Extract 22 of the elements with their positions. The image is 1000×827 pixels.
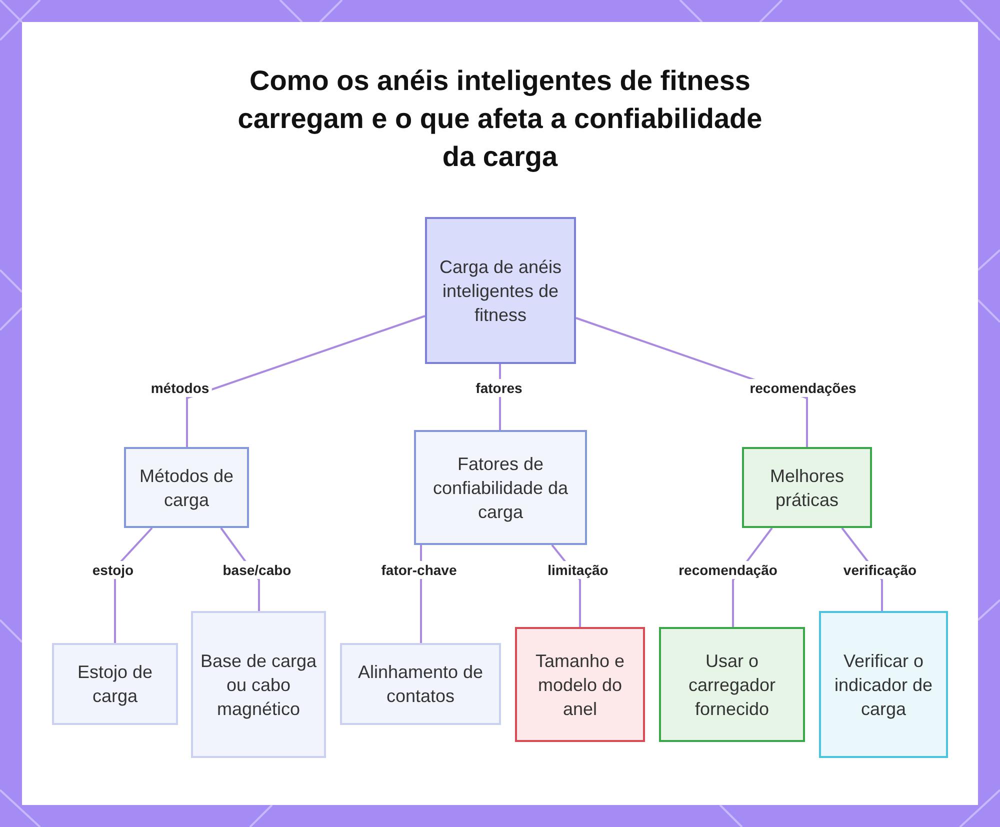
topic-box xyxy=(340,643,501,725)
topic-box xyxy=(515,627,645,742)
node-text: Estojo de carga xyxy=(76,661,154,708)
topic-box xyxy=(124,447,249,528)
node-text: Carga de anéis inteligentes de fitness xyxy=(438,256,563,326)
node-text: Base de carga ou cabo magnético xyxy=(199,650,318,720)
node-text: Tamanho e modelo do anel xyxy=(534,650,626,720)
node-text: Verificar o indicador de carga xyxy=(833,650,934,720)
topic-box xyxy=(425,217,576,364)
topic-box xyxy=(819,611,948,758)
node-text: Métodos de carga xyxy=(138,464,235,512)
topic-box xyxy=(742,447,872,528)
connector-line xyxy=(186,315,426,447)
node-text: Alinhamento de contatos xyxy=(356,661,484,708)
node-text: Fatores de confiabilidade da carga xyxy=(432,452,570,524)
diagram-title: Como os anéis inteligentes de fitness carregam e o que afeta a confiabilidade da carga xyxy=(236,64,764,174)
topic-box xyxy=(52,643,178,725)
topic-box xyxy=(414,430,587,545)
topic-box xyxy=(659,627,805,742)
topic-box xyxy=(191,611,326,758)
node-text: Melhores práticas xyxy=(768,464,846,512)
node-text: Usar o carregador fornecido xyxy=(687,650,777,720)
